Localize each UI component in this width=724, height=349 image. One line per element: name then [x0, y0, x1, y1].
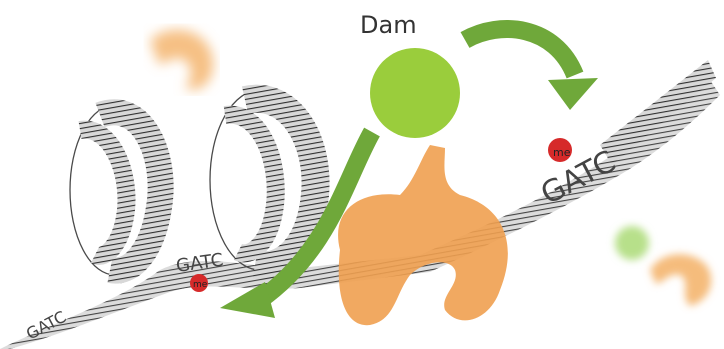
methyl-group-main: me — [548, 138, 572, 162]
gatc-label-left: GATC — [23, 307, 69, 344]
nucleosome-left — [70, 105, 161, 275]
methyl-group-middle: me — [190, 274, 208, 292]
methyl-label-main: me — [553, 146, 571, 159]
gatc-label-main: GATC — [535, 144, 621, 212]
blurred-enzyme-bottom-right — [615, 226, 711, 306]
blurred-enzyme-top-left — [150, 30, 213, 90]
dam-body — [338, 145, 508, 325]
enzyme-label: Dam — [360, 11, 417, 39]
dam-head — [370, 48, 460, 138]
arrow-to-site — [465, 29, 598, 110]
nucleosome-middle — [210, 90, 316, 270]
methyl-label-middle: me — [193, 280, 208, 290]
curved-arrow-icon — [465, 29, 575, 75]
